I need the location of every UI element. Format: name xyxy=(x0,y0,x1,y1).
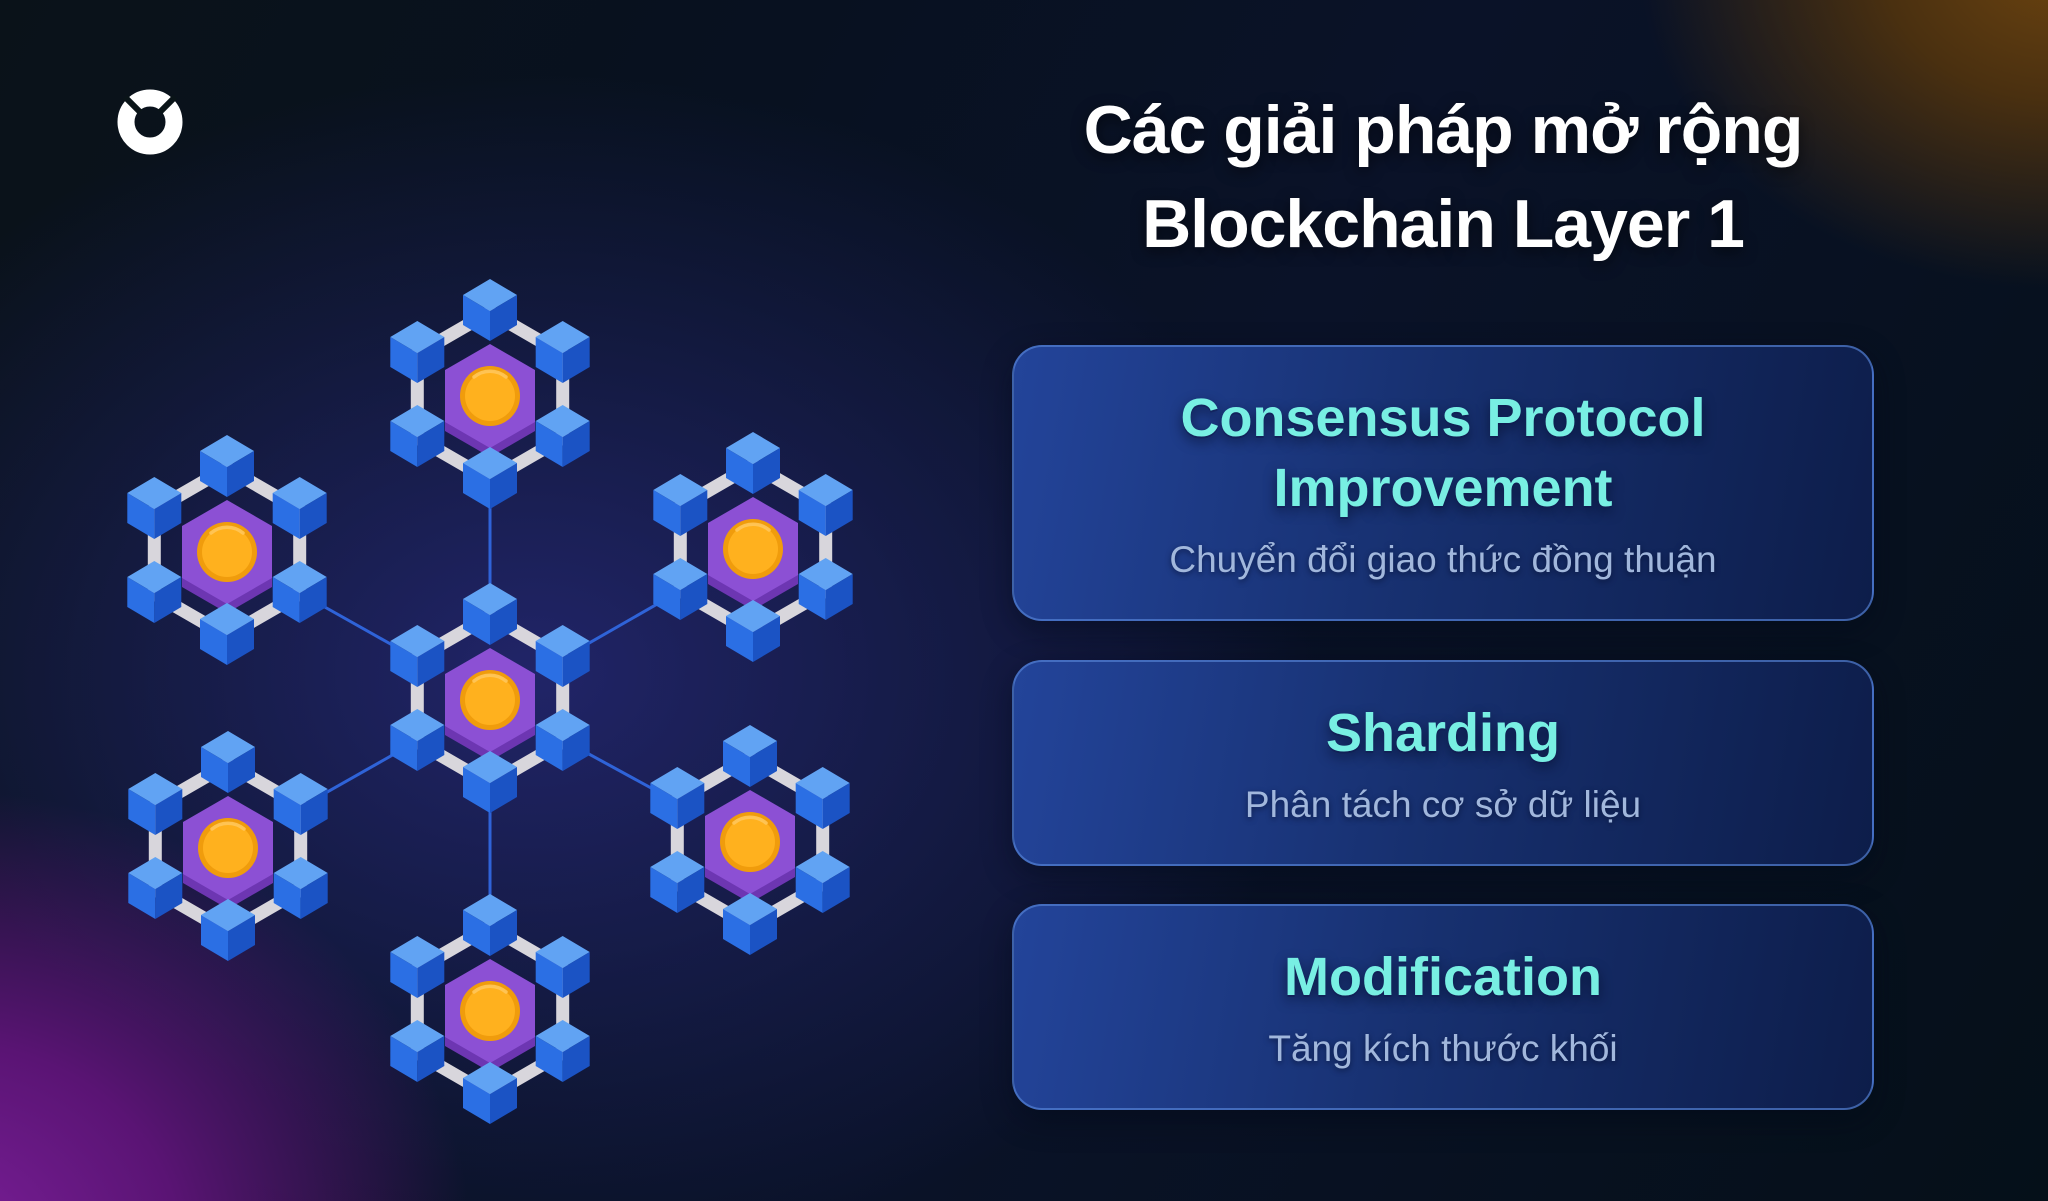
card-consensus-protocol-improvement: Consensus Protocol Improvement Chuyển đổ… xyxy=(1012,345,1874,621)
network-links xyxy=(317,501,663,906)
card-modification: Modification Tăng kích thước khối xyxy=(1012,904,1874,1110)
node-upper-right xyxy=(653,432,852,662)
page-title-line2: Blockchain Layer 1 xyxy=(1142,185,1745,262)
card-subtitle: Chuyển đổi giao thức đồng thuận xyxy=(1169,539,1717,581)
card-heading: Sharding xyxy=(1325,702,1560,763)
node-center xyxy=(390,583,589,813)
card-heading: Consensus Protocol Improvement xyxy=(1180,387,1706,518)
node-lower-left xyxy=(128,731,327,961)
onus-logo-icon xyxy=(117,89,183,155)
card-heading: Modification xyxy=(1284,946,1602,1007)
node-upper-left xyxy=(127,435,326,665)
node-top xyxy=(390,279,589,509)
page-title-line1: Các giải pháp mở rộng xyxy=(1083,92,1804,168)
card-subtitle: Phân tách cơ sở dữ liệu xyxy=(1244,783,1642,825)
page-title: Các giải pháp mở rộng Blockchain Layer 1 xyxy=(1012,84,1874,272)
node-lower-right xyxy=(650,725,849,955)
card-sharding: Sharding Phân tách cơ sở dữ liệu xyxy=(1012,660,1874,866)
card-subtitle: Tăng kích thước khối xyxy=(1268,1027,1618,1069)
node-bottom xyxy=(390,894,589,1124)
